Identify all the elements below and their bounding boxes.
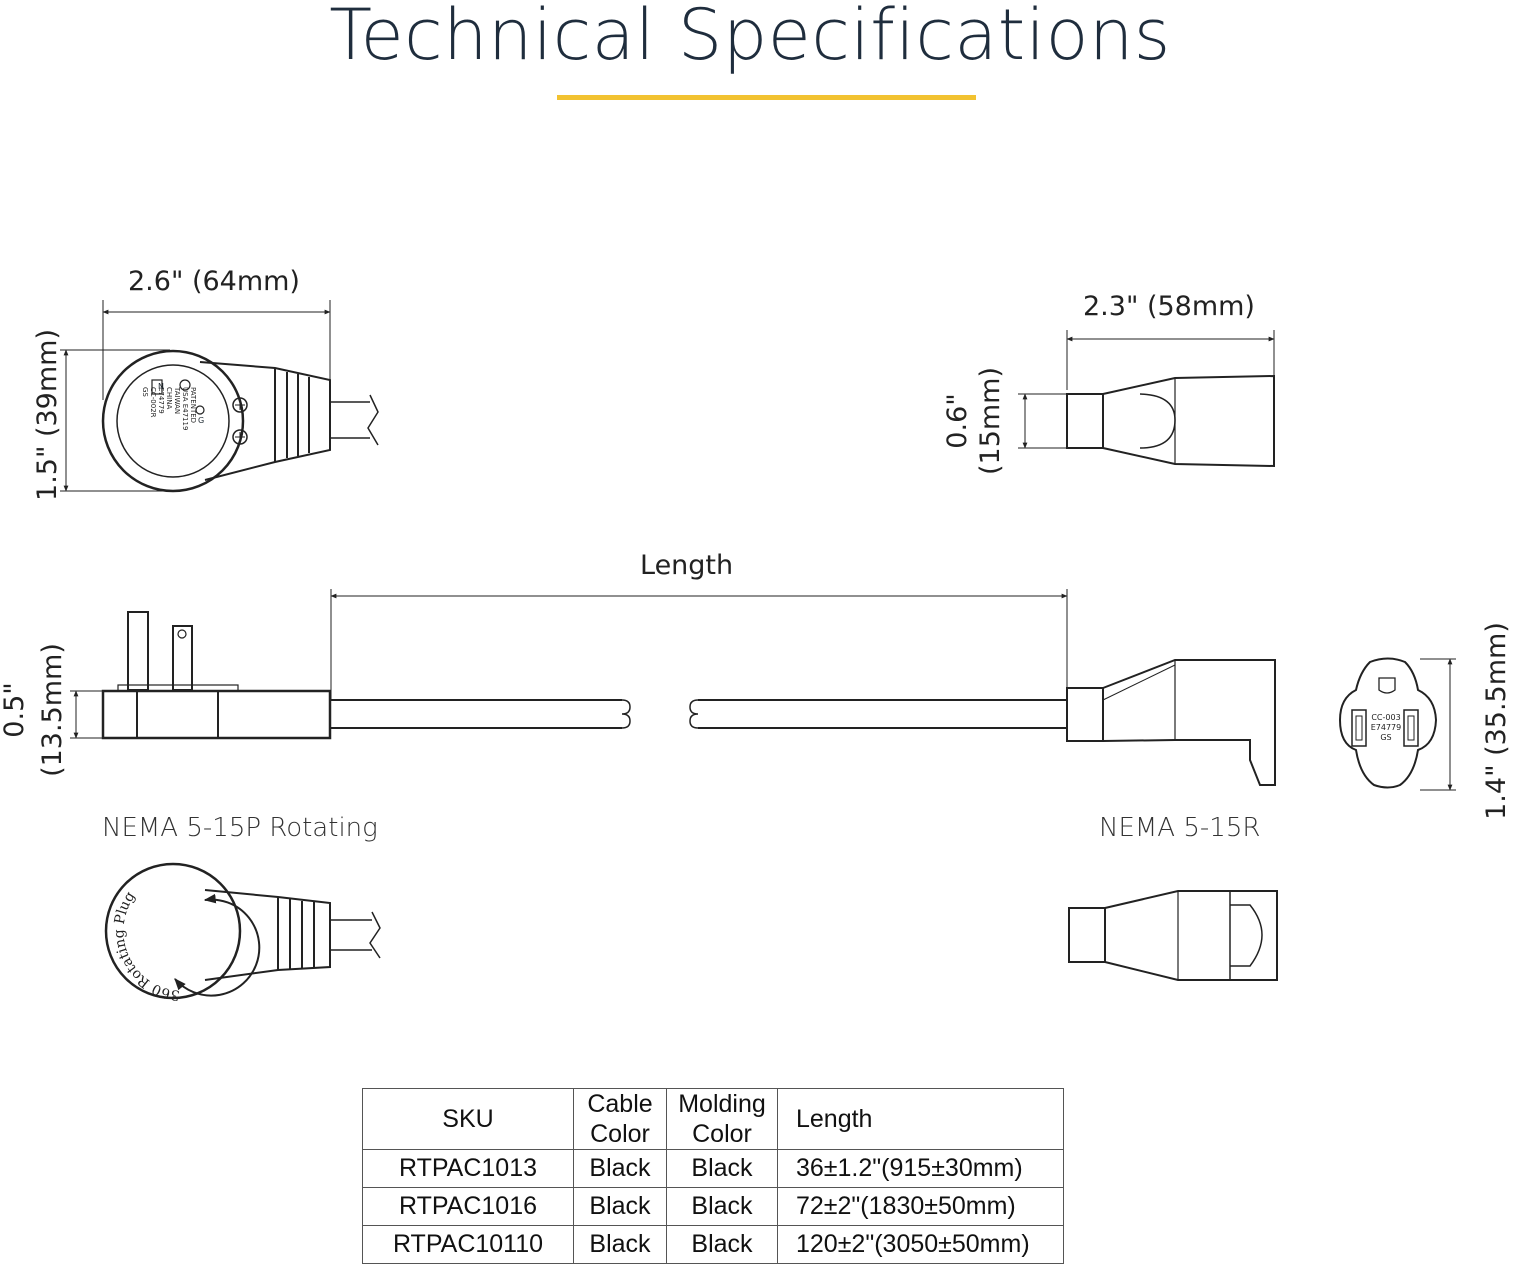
cell-molding-color: Black: [666, 1149, 778, 1188]
plug-marking: E74779: [157, 387, 165, 414]
plug-width-label: 2.6" (64mm): [128, 266, 300, 297]
cell-molding-color: Black: [666, 1225, 778, 1264]
cell-molding-color: Black: [666, 1187, 778, 1226]
header-cable-line-2: Color: [590, 1120, 650, 1148]
plug-markings: PATENTED USA E47119 TAIWAN CHINA E74779 …: [119, 387, 197, 447]
face-marking: GS: [1380, 733, 1392, 742]
face-markings: CC-003 E74779 GS: [1368, 713, 1404, 743]
title-underline: [557, 95, 976, 100]
plug-marking: CHINA: [165, 387, 173, 410]
receptacle-width-label: 2.3" (58mm): [1083, 291, 1255, 322]
cell-cable-color: Black: [573, 1187, 667, 1226]
plug-side-height-in-label: 0.5": [0, 682, 30, 738]
face-marking: E74779: [1370, 723, 1402, 732]
page-title: Technical Specifications: [329, 0, 1171, 76]
header-cable-line-1: Cable: [587, 1090, 653, 1118]
plug-caption: NEMA 5-15P Rotating: [102, 813, 378, 843]
header-molding-color: Molding Color: [666, 1088, 778, 1150]
plug-side-height-mm-label: (13.5mm): [37, 643, 68, 777]
cell-cable-color: Black: [573, 1225, 667, 1264]
rotating-label-text: 360 Rotating Plug: [111, 889, 180, 1003]
plug-marking-n: N: [158, 382, 164, 391]
table-row: RTPAC1013 Black Black 36±1.2"(915±30mm): [362, 1149, 1064, 1188]
receptacle-top-view: [1018, 330, 1275, 468]
plug-marking-g: G: [198, 416, 205, 425]
length-label: Length: [640, 550, 734, 581]
header-molding-line-2: Color: [692, 1120, 752, 1148]
cell-sku: RTPAC10110: [362, 1225, 574, 1264]
rotating-plug-view: [104, 862, 381, 1000]
plug-marking: GS: [141, 387, 149, 397]
plug-marking: PATENTED: [189, 387, 197, 424]
table-row: RTPAC1016 Black Black 72±2"(1830±50mm): [362, 1187, 1064, 1226]
cell-sku: RTPAC1013: [362, 1149, 574, 1188]
cell-sku: RTPAC1016: [362, 1187, 574, 1226]
plug-marking: USA E47119: [181, 387, 189, 431]
table-header-row: SKU Cable Color Molding Color Length: [362, 1088, 1064, 1150]
cell-cable-color: Black: [573, 1149, 667, 1188]
plug-marking: TAIWAN: [173, 387, 181, 415]
rotating-label: 360 Rotating Plug: [111, 889, 180, 1003]
face-marking: CC-003: [1371, 713, 1401, 722]
receptacle-height-in-label: 0.6": [942, 393, 973, 449]
receptacle-height-mm-label: (15mm): [975, 366, 1006, 476]
spec-table: SKU Cable Color Molding Color Length RTP…: [362, 1088, 1064, 1264]
receptacle-face-view: [1338, 657, 1456, 791]
receptacle-bottom-view: [1068, 890, 1278, 981]
plug-marking: CC-002R: [149, 387, 157, 418]
plug-front-view: [60, 300, 379, 493]
receptacle-caption: NEMA 5-15R: [1099, 813, 1261, 843]
receptacle-face-height-label: 1.4" (35.5mm): [1481, 622, 1512, 820]
cable-side-view: [70, 589, 1276, 786]
cell-length: 72±2"(1830±50mm): [777, 1187, 1064, 1226]
plug-height-label: 1.5" (39mm): [32, 329, 63, 501]
header-sku: SKU: [362, 1088, 574, 1150]
header-molding-line-1: Molding: [678, 1090, 766, 1118]
cell-length: 36±1.2"(915±30mm): [777, 1149, 1064, 1188]
cell-length: 120±2"(3050±50mm): [777, 1225, 1064, 1264]
header-length: Length: [777, 1088, 1064, 1150]
header-cable-color: Cable Color: [573, 1088, 667, 1150]
table-row: RTPAC10110 Black Black 120±2"(3050±50mm): [362, 1225, 1064, 1264]
